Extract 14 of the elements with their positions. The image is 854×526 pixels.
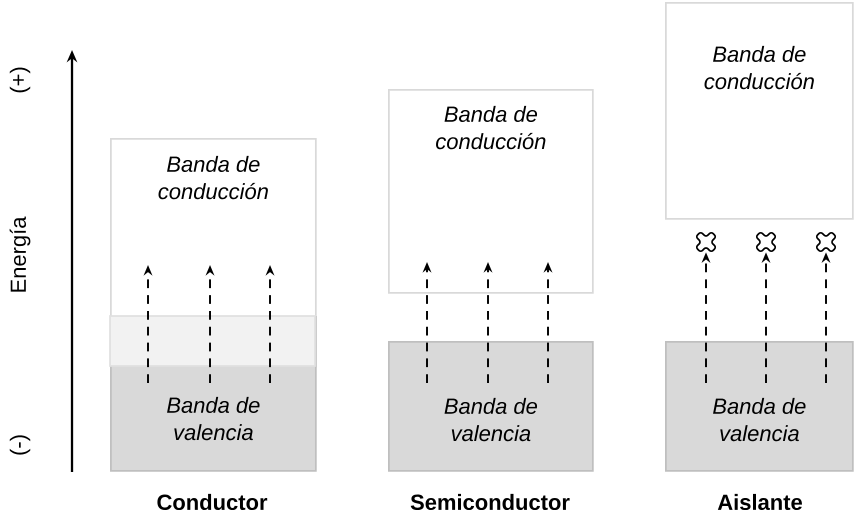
axis-label: (-) [10,435,30,455]
conduction-band-box: Banda de conducción [665,2,854,220]
valence-band-box: Banda de valencia [109,315,317,472]
cross-mark [696,232,716,252]
axis-label: (+) [10,68,30,92]
conduction-band-box: Banda de conducción [388,89,594,294]
column-title: Conductor [157,494,268,510]
valence-band-box: Banda de valencia [665,341,854,472]
cross-mark [756,232,776,252]
cross-mark [816,232,836,252]
valence-band-box: Banda de valencia [388,341,594,472]
axis-label: Energía [10,216,30,292]
column-title: Semiconductor [410,494,570,510]
column-title: Aislante [718,494,802,510]
